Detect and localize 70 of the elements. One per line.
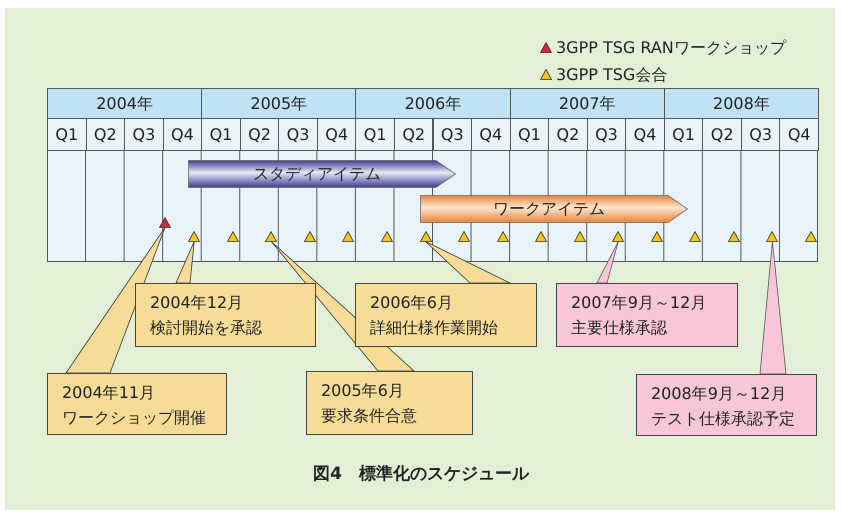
triangle-marker [689, 231, 702, 242]
triangle-marker [159, 217, 171, 228]
callout-text: ワークショップ開催 [62, 408, 206, 427]
table-header-cell: Q4 [471, 118, 511, 151]
callout-date: 2008年9月～12月 [651, 384, 786, 403]
table-header-cell: Q4 [316, 118, 356, 151]
callout-date: 2004年12月 [150, 293, 244, 312]
table-header-cell: Q2 [548, 118, 588, 151]
callout-text: テスト仕様承認予定 [651, 409, 795, 428]
triangle-marker [458, 231, 470, 242]
callout-date: 2005年6月 [321, 381, 404, 400]
triangle-marker [420, 231, 432, 242]
triangle-marker [766, 231, 778, 242]
table-header-cell: Q3 [740, 118, 780, 151]
callout-text: 詳細仕様作業開始 [370, 318, 498, 337]
callout-box [306, 371, 473, 435]
table-header-cell: Q3 [278, 118, 318, 151]
table-header-cell: Q4 [779, 118, 819, 151]
triangle-marker [226, 231, 239, 242]
legend-text: 3GPP TSG RANワークショップ [556, 37, 786, 59]
table-header-cell: Q2 [240, 118, 280, 151]
table-header-cell: Q2 [702, 118, 742, 151]
table-header-cell: Q4 [625, 118, 665, 151]
triangle-marker [612, 231, 624, 242]
triangle-marker [650, 231, 663, 242]
callout-box [556, 283, 738, 347]
triangle-marker [805, 231, 817, 242]
table-header-cell: 2007年 [510, 88, 665, 119]
callout-box [636, 374, 817, 436]
triangle-marker [535, 231, 548, 242]
triangle-marker [342, 231, 354, 242]
triangle-marker [496, 231, 509, 242]
table-header-cell: 2004年 [47, 88, 202, 119]
table-header-cell: 2008年 [664, 88, 819, 119]
band-label: ワークアイテム [493, 199, 605, 218]
table-header-cell: Q1 [201, 118, 241, 151]
band-label: スタディアイテム [253, 164, 381, 183]
triangle-marker [304, 231, 316, 242]
callout-date: 2006年6月 [370, 293, 453, 312]
callout-pointer [65, 227, 166, 374]
table-header-cell: Q2 [394, 118, 434, 151]
callout-date: 2004年11月 [62, 383, 156, 402]
callout-pointer [425, 241, 510, 284]
callout-box [135, 283, 316, 347]
table-header-cell: Q2 [86, 118, 126, 151]
table-header-cell: 2005年 [201, 88, 356, 119]
caption: 図4 標準化のスケジュール [313, 464, 529, 484]
table-header-cell: Q3 [124, 118, 164, 151]
callout-text: 検討開始を承認 [150, 318, 262, 337]
callout-text: 要求条件合意 [321, 406, 417, 425]
triangle-marker [265, 231, 278, 242]
triangle-marker [188, 231, 200, 242]
callout-box [47, 373, 227, 435]
callout-date: 2007年9月～12月 [571, 293, 706, 312]
triangle-marker [574, 231, 586, 242]
table-header-cell: Q3 [586, 118, 626, 151]
table-header-cell: Q1 [355, 118, 395, 151]
triangle-marker [728, 231, 740, 242]
triangle-marker [380, 231, 393, 242]
table-header-cell: Q3 [432, 118, 472, 151]
table-header-cell: Q1 [510, 118, 550, 151]
callout-pointer [596, 241, 619, 284]
table-header-cell: Q4 [162, 118, 202, 151]
callout-pointer [175, 241, 195, 284]
table-header-cell: 2006年 [355, 88, 511, 119]
legend-text: 3GPP TSG会合 [556, 64, 668, 86]
table-header-cell: Q1 [664, 118, 704, 151]
table-header-cell: Q1 [47, 118, 87, 151]
callout-pointer [760, 241, 786, 374]
callout-text: 主要仕様承認 [571, 318, 667, 337]
